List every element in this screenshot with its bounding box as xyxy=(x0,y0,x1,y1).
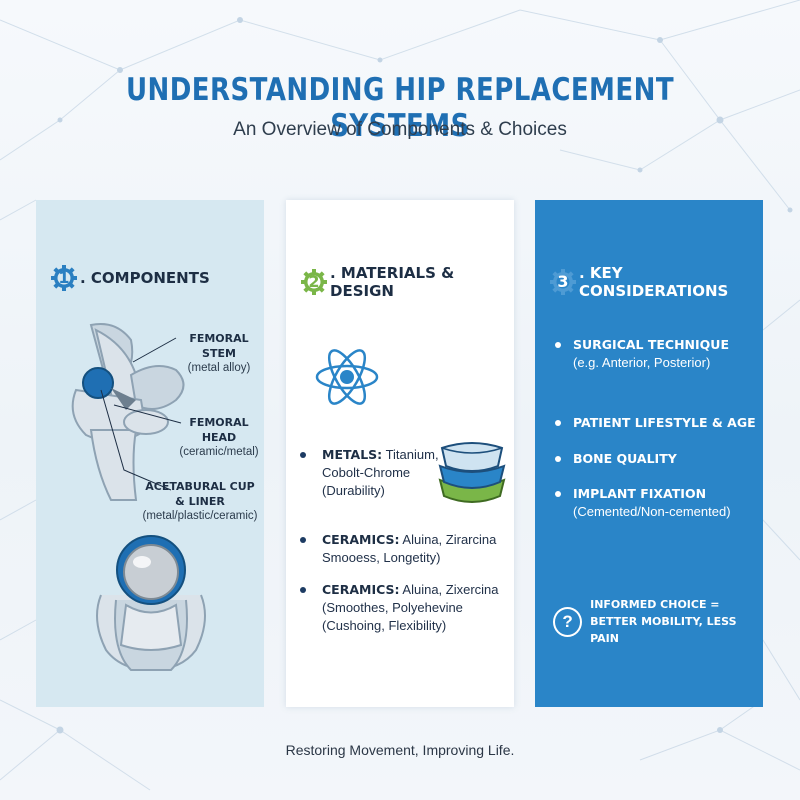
femoral-head-name: FEMORAL HEAD xyxy=(189,416,249,444)
ceramics-item-2: CERAMICS: Aluina, Zixercina (Smoothes, P… xyxy=(300,581,505,635)
gear-icon: 2 xyxy=(300,268,328,296)
metals-heading: METALS: xyxy=(322,447,383,462)
ceramics-2-line3: (Cushoing, Flexibility) xyxy=(322,618,447,633)
bullet-dot xyxy=(300,452,306,458)
materials-title: . MATERIALS & DESIGN xyxy=(330,264,455,300)
consideration-surgical: SURGICAL TECHNIQUE (e.g. Anterior, Poste… xyxy=(555,336,729,372)
considerations-panel: 3 . KEY CONSIDERATIONS SURGICAL TECHNIQU… xyxy=(535,200,763,707)
page-subtitle: An Overview of Components & Choices xyxy=(233,119,567,140)
components-heading: 1 . COMPONENTS xyxy=(50,264,210,292)
ceramics-1-line1: Aluina, Zirarcina xyxy=(402,532,497,547)
question-icon: ? xyxy=(553,606,583,637)
consideration-lifestyle: PATIENT LIFESTYLE & AGE xyxy=(555,414,756,432)
lifestyle-heading: PATIENT LIFESTYLE & AGE xyxy=(573,415,756,430)
femoral-stem-detail: (metal alloy) xyxy=(187,362,251,374)
metals-item: METALS: Titanium, Cobolt-Chrome (Durabil… xyxy=(300,446,440,500)
components-number: 1 xyxy=(58,268,70,287)
callout-line2: BETTER MOBILITY, LESS PAIN xyxy=(590,615,737,645)
bullet-dot xyxy=(300,587,306,593)
ceramics-2-heading: CERAMICS: xyxy=(322,582,400,597)
fixation-detail: (Cemented/Non-cemented) xyxy=(573,504,731,519)
surgical-detail: (e.g. Anterior, Posterior) xyxy=(573,355,711,370)
acetabular-cup-name: ACETABURAL CUP & LINER xyxy=(145,480,255,508)
considerations-heading: 3 . KEY CONSIDERATIONS xyxy=(549,264,763,300)
ceramics-2-line1: Aluina, Zixercina xyxy=(402,582,499,597)
bullet-dot xyxy=(555,491,561,497)
materials-number: 2 xyxy=(308,272,320,291)
femoral-head-label: FEMORAL HEAD (ceramic/metal) xyxy=(174,415,264,460)
acetabular-cup-label: ACETABURAL CUP & LINER (metal/plastic/ce… xyxy=(136,479,264,524)
femoral-stem-label: FEMORAL STEM (metal alloy) xyxy=(174,331,264,376)
acetabular-cup-detail: (metal/plastic/ceramic) xyxy=(142,510,258,522)
hip-anatomy-illustration xyxy=(71,323,206,672)
callout-line1: INFORMED CHOICE = xyxy=(590,598,720,611)
considerations-number: 3 xyxy=(557,272,569,291)
components-title: . COMPONENTS xyxy=(80,269,210,287)
fixation-heading: IMPLANT FIXATION xyxy=(573,486,707,501)
ceramics-2-line2: (Smoothes, Polyehevine xyxy=(322,600,463,615)
bone-heading: BONE QUALITY xyxy=(573,451,677,466)
gear-icon: 1 xyxy=(50,264,78,292)
components-panel: 1 . COMPONENTS FEMORAL STEM (metal alloy… xyxy=(36,200,264,707)
footer-tagline: Restoring Movement, Improving Life. xyxy=(285,742,515,758)
gear-icon: 3 xyxy=(549,268,577,296)
metals-line1: Titanium, xyxy=(385,447,439,462)
page-title: UNDERSTANDING HIP REPLACEMENT SYSTEMS xyxy=(125,72,675,144)
metals-line3: (Durability) xyxy=(322,483,385,498)
consideration-fixation: IMPLANT FIXATION (Cemented/Non-cemented) xyxy=(555,485,731,521)
ceramics-item-1: CERAMICS: Aluina, Zirarcina Smooess, Lon… xyxy=(300,531,505,567)
informed-choice-callout: ? INFORMED CHOICE = BETTER MOBILITY, LES… xyxy=(553,596,763,647)
bullet-dot xyxy=(555,342,561,348)
bullet-dot xyxy=(555,420,561,426)
consideration-bone: BONE QUALITY xyxy=(555,450,677,468)
atom-icon xyxy=(315,349,379,405)
femoral-head-detail: (ceramic/metal) xyxy=(179,446,259,458)
considerations-title: . KEY CONSIDERATIONS xyxy=(579,264,729,300)
ceramics-1-line2: Smooess, Longetity) xyxy=(322,550,441,565)
metals-line2: Cobolt-Chrome xyxy=(322,465,411,480)
femoral-stem-name: FEMORAL STEM xyxy=(189,332,249,360)
bullet-dot xyxy=(555,456,561,462)
materials-heading: 2 . MATERIALS & DESIGN xyxy=(300,264,514,300)
surgical-heading: SURGICAL TECHNIQUE xyxy=(573,337,729,352)
ceramics-1-heading: CERAMICS: xyxy=(322,532,400,547)
layers-icon xyxy=(438,442,506,503)
bullet-dot xyxy=(300,537,306,543)
materials-panel: 2 . MATERIALS & DESIGN METALS: Titanium,… xyxy=(286,200,514,707)
